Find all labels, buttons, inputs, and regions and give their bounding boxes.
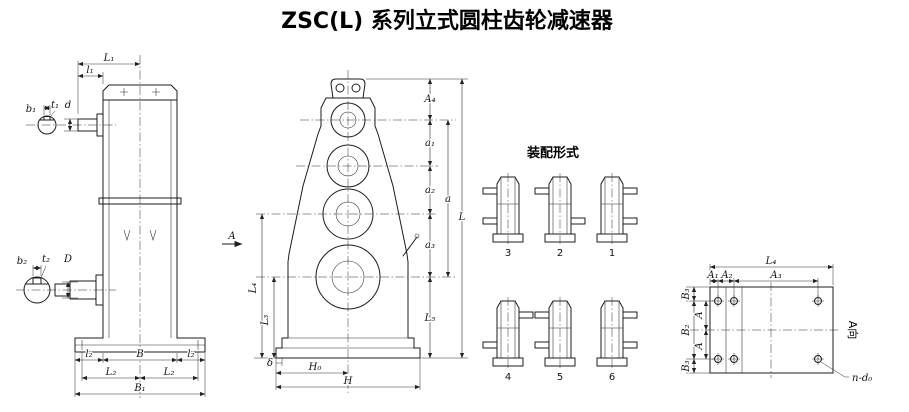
- a-view-label: A向: [846, 321, 860, 340]
- front-view: A₄ a₁ a₂ a₃ L₅ a L L₄ L₃ δ H₀ H A: [222, 70, 468, 395]
- dim-B3-top: B₃: [681, 288, 692, 300]
- page-title: ZSC(L) 系列立式圆柱齿轮减速器: [281, 8, 614, 34]
- dim-B3-bottom: B₃: [681, 360, 692, 372]
- assembly-form-6: [596, 296, 638, 370]
- dim-L4-flange: L₄: [765, 256, 777, 267]
- dim-L4: L₄: [248, 283, 259, 295]
- dim-B1: B₁: [133, 383, 145, 394]
- dim-l2-right: l₂: [187, 349, 194, 360]
- assembly-form-5: [534, 296, 576, 370]
- assembly-form-number: 2: [557, 248, 563, 259]
- view-arrow-label: A: [227, 231, 235, 242]
- assembly-heading: 装配形式: [526, 145, 579, 161]
- assembly-form-number: 1: [609, 248, 615, 259]
- dim-l2-left: l₂: [85, 349, 92, 360]
- assembly-forms: 装配形式 3 2 1: [482, 144, 638, 384]
- assembly-form-4: [482, 296, 534, 370]
- flange-view: L₄ A₁ A₂ A₃ B₃ B₂ B₃ A A A向 n-d₀: [680, 255, 874, 385]
- dim-a: a: [445, 194, 451, 205]
- assembly-form-number: 5: [557, 372, 563, 383]
- assembly-form-1: [596, 172, 638, 246]
- assembly-form-number: 6: [609, 372, 615, 383]
- dim-L3: L₃: [260, 315, 271, 327]
- flange-view-linework: [686, 264, 849, 378]
- assembly-form-3: [482, 172, 524, 246]
- dim-H0: H₀: [308, 362, 322, 373]
- dim-d: d: [65, 100, 71, 111]
- dim-A-top: A: [694, 311, 705, 319]
- dim-L2-right: L₂: [163, 367, 175, 378]
- dim-a1: a₁: [425, 138, 435, 149]
- dim-a3: a₃: [425, 240, 435, 251]
- front-view-linework: [222, 70, 468, 395]
- dim-A4: A₄: [423, 94, 435, 105]
- dim-B2: B₂: [681, 324, 692, 336]
- dim-B: B: [135, 349, 143, 360]
- side-view: L₁ l₁ d t₁ b₁ b₂ t₂ D l₂ B l₂ L₂ L₂ B₁: [16, 52, 206, 398]
- dim-L2-left: L₂: [105, 367, 117, 378]
- assembly-form-2: [534, 172, 586, 246]
- bolt-holes-label: n-d₀: [852, 373, 872, 384]
- dim-A1: A₁: [706, 270, 718, 281]
- dim-A2: A₂: [720, 270, 732, 281]
- dim-b2: b₂: [17, 256, 27, 267]
- dim-A3: A₃: [769, 270, 781, 281]
- dim-a2: a₂: [425, 185, 435, 196]
- dim-L5: L₅: [424, 313, 436, 324]
- side-view-linework: [16, 55, 206, 398]
- dim-A-bottom: A: [694, 342, 705, 350]
- dim-L1: L₁: [103, 53, 115, 64]
- dim-L: L: [458, 212, 466, 223]
- dim-D: D: [63, 254, 72, 265]
- dim-H: H: [343, 376, 353, 387]
- dim-delta: δ: [267, 358, 273, 369]
- assembly-form-number: 3: [505, 248, 511, 259]
- dim-b1: b₁: [26, 104, 36, 115]
- dim-t1: t₁: [51, 100, 59, 111]
- dim-t2: t₂: [42, 254, 50, 265]
- dim-l1: l₁: [86, 65, 93, 76]
- assembly-form-number: 4: [505, 372, 511, 383]
